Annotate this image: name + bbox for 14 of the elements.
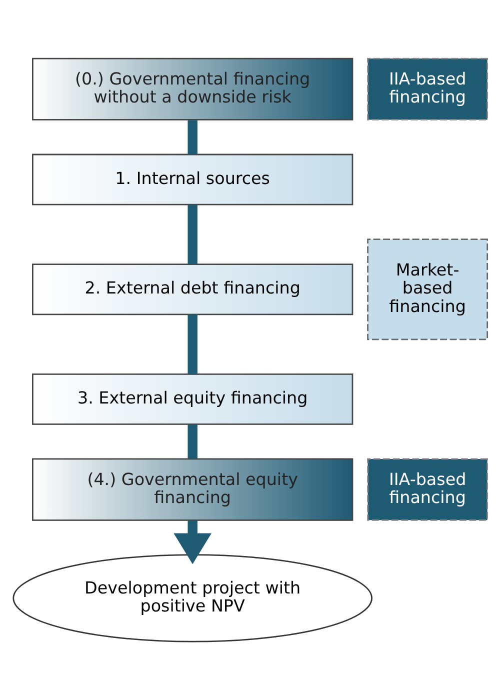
connector — [188, 424, 198, 459]
connector — [188, 120, 198, 154]
connector — [188, 204, 198, 264]
node-box: (0.) Governmental financing without a downside risk — [32, 58, 354, 120]
node-box: Market-based financing — [367, 238, 488, 340]
connector — [188, 314, 198, 374]
node-ellipse: Development project with positive NPV — [12, 554, 372, 642]
node-box: (4.) Governmental equity financing — [32, 458, 354, 521]
node-box: IIA-based financing — [367, 58, 488, 120]
node-box: 3. External equity financing — [32, 373, 354, 425]
node-box: IIA-based financing — [367, 458, 488, 521]
arrow — [174, 520, 212, 564]
node-box: 1. Internal sources — [32, 154, 354, 206]
node-box: 2. External debt financing — [32, 264, 354, 316]
